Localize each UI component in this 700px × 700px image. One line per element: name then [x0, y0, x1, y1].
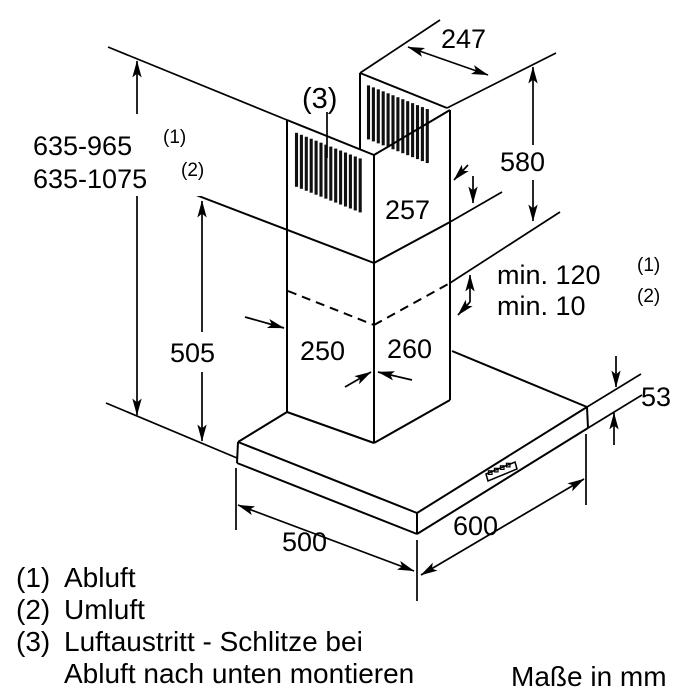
- label-chimney-upper-visible: 257: [385, 195, 430, 225]
- label-canopy-depth: 500: [282, 527, 327, 557]
- legend-key-3: (3): [16, 626, 50, 657]
- label-chimney-lower-height: 505: [170, 338, 215, 368]
- ref-height-range-abluft: (1): [163, 127, 186, 148]
- extension-lines: [105, 19, 643, 601]
- telescope-joint-dashed-right: [373, 282, 451, 326]
- label-chimney-upper-height: 580: [500, 147, 545, 177]
- control-buttons: [487, 462, 511, 475]
- label-chimney-depth: 250: [300, 336, 345, 366]
- legend-key-2: (2): [16, 594, 50, 625]
- label-chimney-width: 260: [387, 334, 432, 364]
- legend-text-2: Umluft: [64, 594, 145, 625]
- control-panel: [485, 460, 518, 483]
- telescope-joint-dashed-left: [287, 290, 375, 326]
- units-note: Maße in mm: [511, 661, 667, 692]
- legend-text-1: Abluft: [64, 562, 136, 593]
- label-height-range-abluft: 635-965: [33, 131, 132, 161]
- label-canopy-height: 53: [641, 382, 671, 412]
- label-height-range-umluft: 635-1075: [33, 164, 147, 194]
- label-min-overlap-abluft: min. 120: [497, 260, 601, 290]
- legend-text-3: Luftaustritt - Schlitze bei: [64, 626, 363, 657]
- legend: (1) Abluft (2) Umluft (3) Luftaustritt -…: [16, 562, 414, 689]
- canopy-outline: [236, 350, 589, 535]
- vent-slots-lower-duct: [294, 132, 362, 213]
- legend-text-3-line2: Abluft nach unten montieren: [64, 658, 414, 689]
- ref-height-range-umluft: (2): [181, 160, 204, 181]
- chimney-duct-outline: [182, 72, 561, 444]
- vent-slots-upper-duct: [366, 85, 429, 164]
- ref-min-overlap-abluft: (1): [637, 255, 660, 276]
- label-vent-ref: (3): [302, 83, 337, 115]
- label-canopy-width: 600: [453, 511, 498, 541]
- legend-key-1: (1): [16, 562, 50, 593]
- label-min-overlap-umluft: min. 10: [497, 291, 586, 321]
- label-chimney-top-depth: 247: [441, 24, 486, 54]
- dimension-labels: 635-965 (1) 635-1075 (2) 247 (3) 580 257…: [33, 24, 671, 557]
- ref-min-overlap-umluft: (2): [637, 286, 660, 307]
